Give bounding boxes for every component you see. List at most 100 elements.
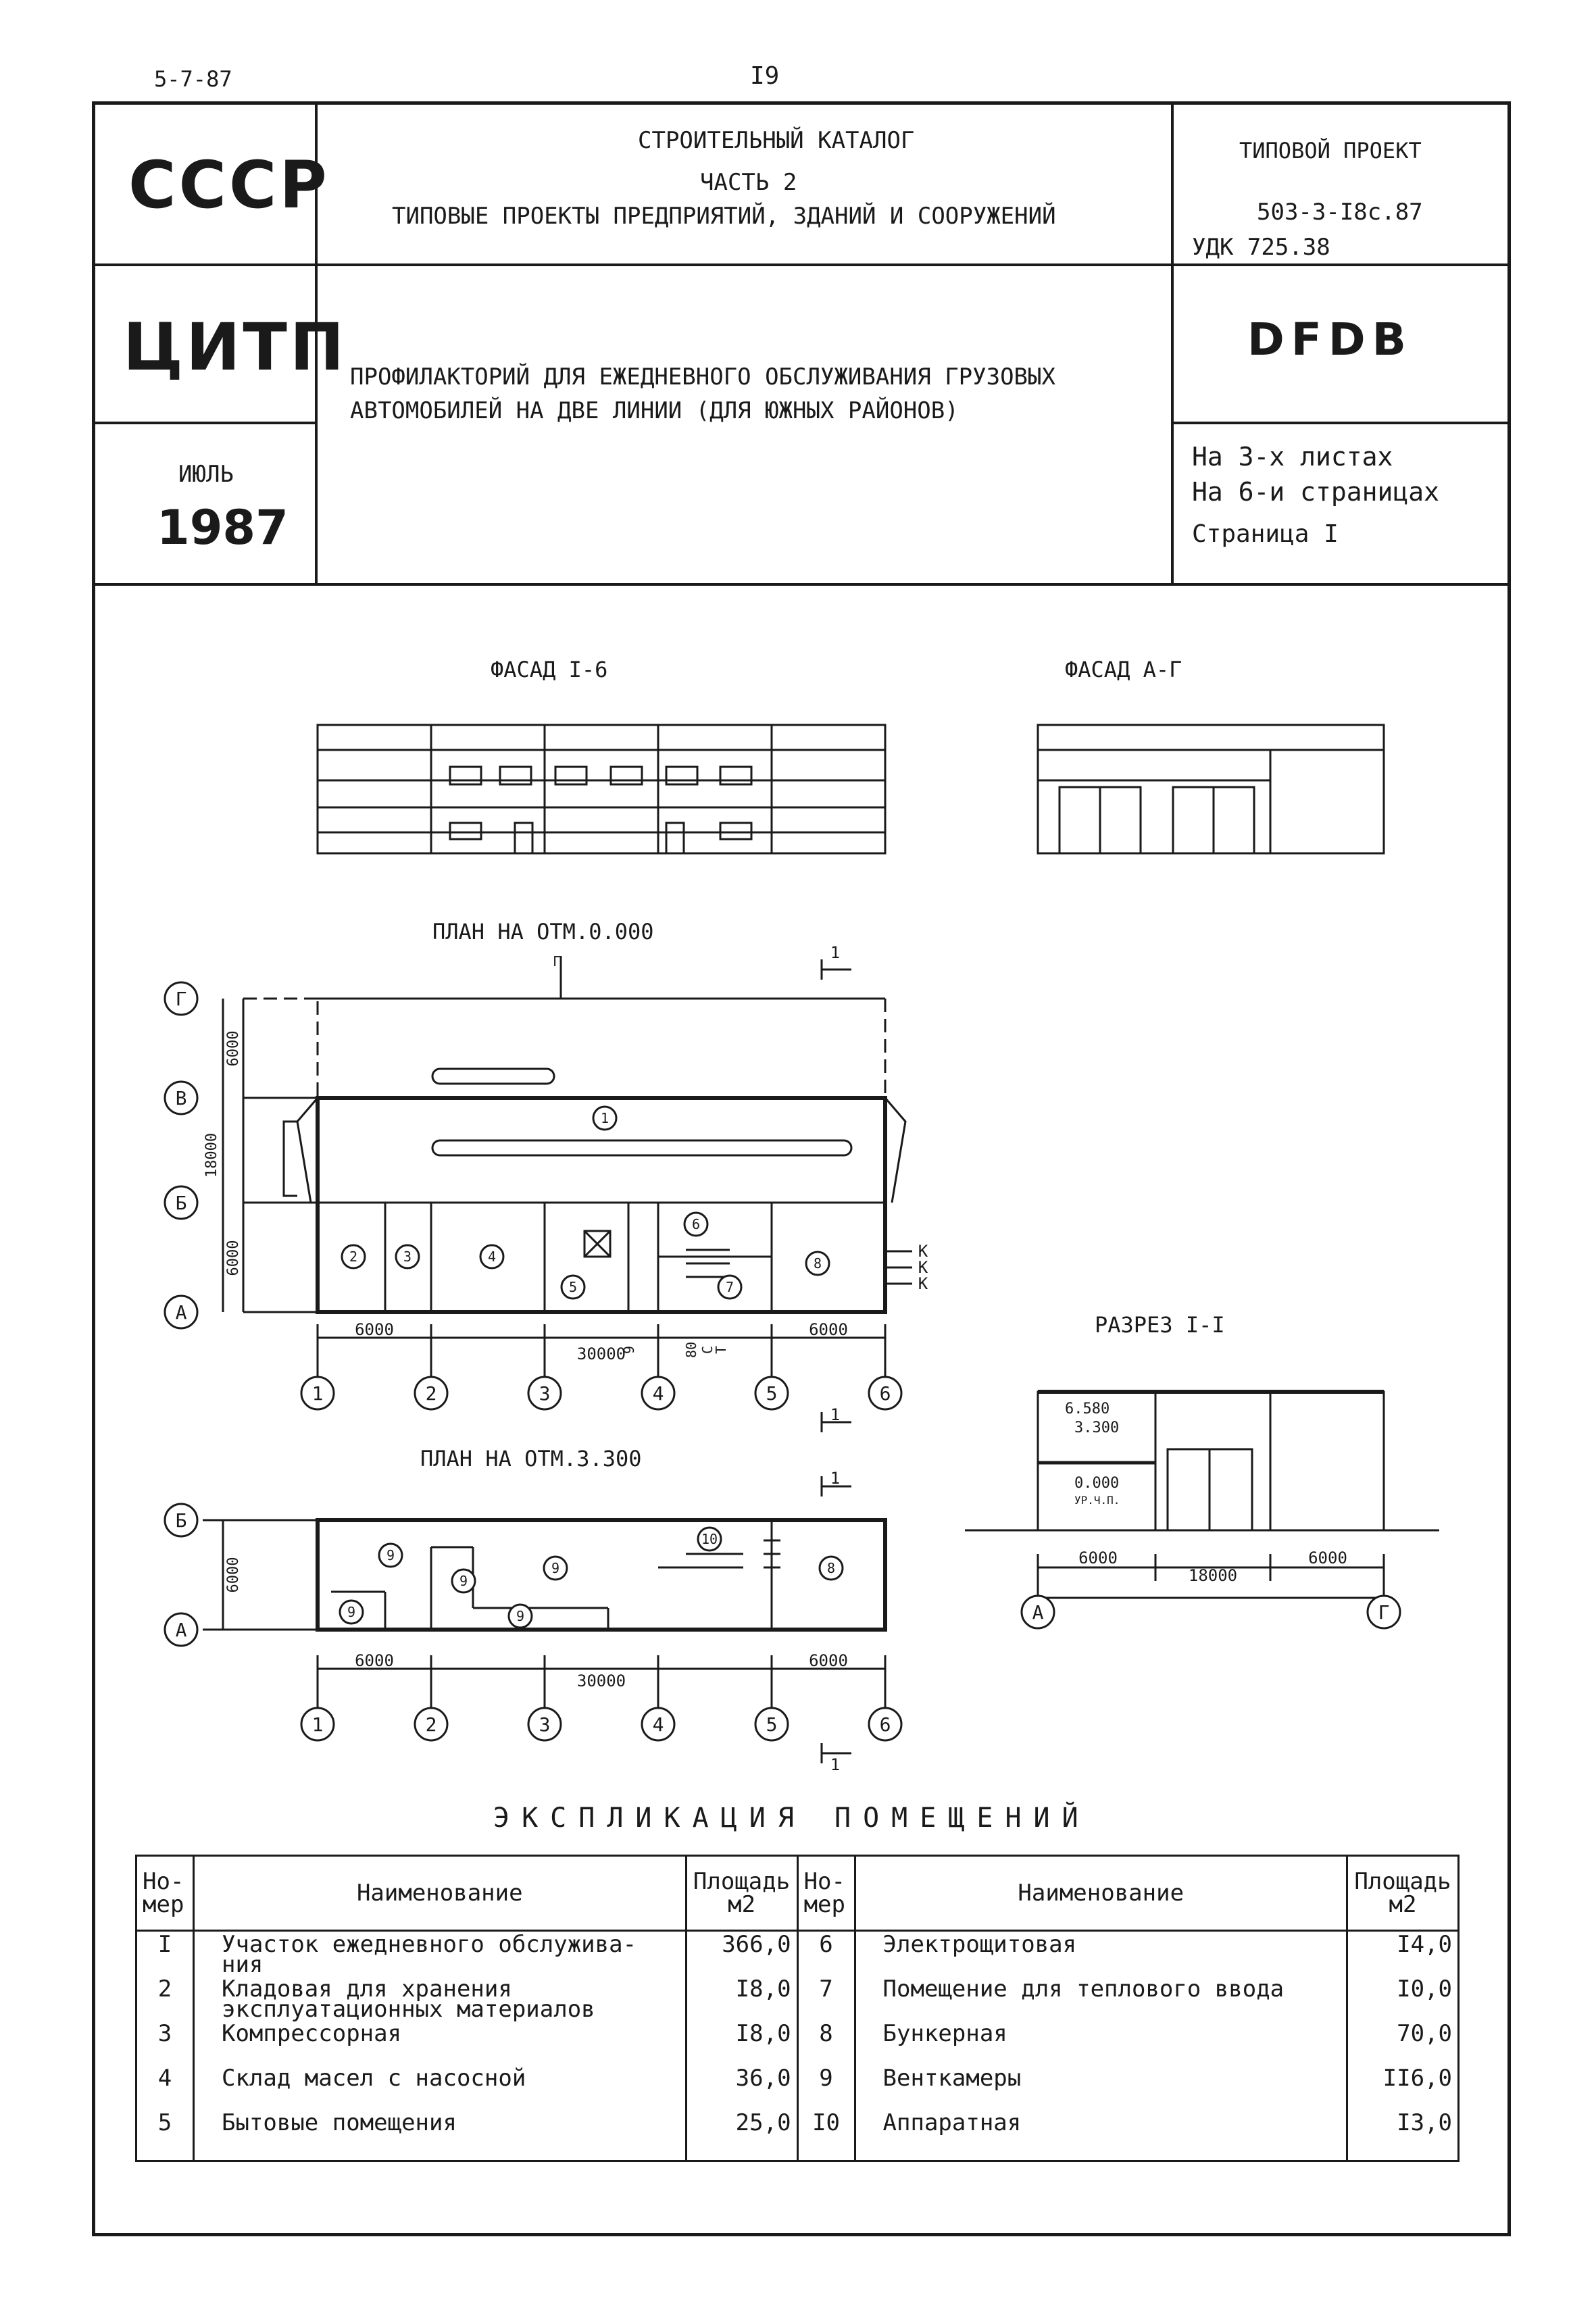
col-area: Площадь м2 <box>684 1855 799 1932</box>
room-name: Бункерная <box>882 2020 1007 2047</box>
dim-label: 6000 <box>355 1651 394 1670</box>
explication-table: Но- мер Наименование Площадь м2 Но- мер … <box>135 1855 1460 2162</box>
k-mark: К <box>918 1258 928 1277</box>
room-num: 3 <box>157 2020 172 2047</box>
dim-label: 18000 <box>203 1133 220 1178</box>
pipe-label: Т <box>713 1346 729 1354</box>
dim-label: 6000 <box>355 1320 394 1339</box>
room-number: 9 <box>551 1560 559 1576</box>
room-name: Кладовая для хранения эксплуатационных м… <box>221 1976 595 2023</box>
udk-label: УДК 725.38 <box>1192 234 1330 261</box>
plan1-title: ПЛАН НА ОТМ.0.000 <box>432 919 654 945</box>
dim-label: 18000 <box>1189 1566 1237 1585</box>
section-1-1 <box>965 1390 1439 1599</box>
room-name: Участок ежедневного обслужива- ния <box>221 1931 637 1978</box>
cut-mark: 1 <box>830 1405 840 1424</box>
page-frame <box>92 101 1511 2236</box>
room-number: 10 <box>701 1531 718 1547</box>
room-name: Бытовые помещения <box>221 2109 457 2136</box>
room-num: 4 <box>157 2065 172 2092</box>
room-num: 9 <box>819 2065 833 2092</box>
axis-label: 3 <box>539 1382 551 1405</box>
col-name: Наименование <box>853 1855 1348 1932</box>
axis-label: 2 <box>426 1713 437 1736</box>
title-line1: ПРОФИЛАКТОРИЙ ДЛЯ ЕЖЕДНЕВНОГО ОБСЛУЖИВАН… <box>350 363 1055 391</box>
room-area: I0,0 <box>1397 1976 1452 2003</box>
title-line2: АВТОМОБИЛЕЙ НА ДВЕ ЛИНИИ (ДЛЯ ЮЖНЫХ РАЙО… <box>350 397 959 424</box>
axis-label: Б <box>176 1509 187 1532</box>
plan-level-0 <box>222 956 912 1432</box>
room-name: Помещение для теплового ввода <box>882 1976 1285 2003</box>
sheets-count: На 3-х листах <box>1192 442 1393 472</box>
elev-label: 0.000 <box>1074 1475 1119 1492</box>
org-label: ЦИТП <box>123 309 347 385</box>
room-number: 9 <box>347 1604 355 1620</box>
axis-label: В <box>176 1087 187 1109</box>
room-number: 1 <box>601 1110 609 1126</box>
room-number: 6 <box>692 1216 700 1232</box>
k-mark: К <box>918 1242 928 1261</box>
col-num: Но- мер <box>796 1855 856 1932</box>
room-num: 8 <box>819 2020 833 2047</box>
room-area: I4,0 <box>1397 1931 1452 1958</box>
dim-label: 6000 <box>1078 1549 1118 1567</box>
year-label: 1987 <box>157 500 289 555</box>
axis-label: 5 <box>766 1713 778 1736</box>
elev-label: УР.Ч.П. <box>1074 1494 1120 1507</box>
elev-label: 3.300 <box>1074 1419 1119 1436</box>
room-number: 7 <box>726 1279 734 1295</box>
page-indicator: Страница I <box>1192 520 1339 548</box>
room-area: I3,0 <box>1397 2109 1452 2136</box>
dim-label: 6000 <box>1308 1549 1347 1567</box>
room-num: 7 <box>819 1976 833 2003</box>
dim-label: 6000 <box>225 1240 242 1276</box>
drawings: 1 2 3 4 5 6 Г В Б А 1 2 3 4 5 6 Б А А Г … <box>164 657 1439 1774</box>
pipe-label: Г <box>553 953 561 970</box>
plan-level-3300 <box>203 1476 887 1763</box>
room-area: I8,0 <box>735 2020 791 2047</box>
page-number: I9 <box>750 62 780 90</box>
room-number: 2 <box>349 1249 357 1265</box>
facade-1-6 <box>316 724 887 855</box>
axis-label: 2 <box>426 1382 437 1405</box>
catalog-line2: ЧАСТЬ 2 <box>700 169 797 196</box>
room-number: 4 <box>488 1249 496 1265</box>
facade-1-6-title: ФАСАД I-6 <box>491 657 607 682</box>
code-letters: DFDB <box>1247 313 1413 366</box>
cut-mark: 1 <box>830 1755 840 1774</box>
dim-label: 6000 <box>809 1320 848 1339</box>
pipe-label: 80 <box>683 1342 699 1358</box>
col-num: Но- мер <box>135 1855 195 1932</box>
plan2-title: ПЛАН НА ОТМ.3.300 <box>420 1446 642 1472</box>
table-row: I 2 3 4 5 Участок ежедневного обслужива-… <box>135 1930 1460 2162</box>
axis-label: Б <box>176 1192 187 1214</box>
room-num: I0 <box>812 2109 841 2136</box>
dim-label: 30000 <box>577 1344 626 1363</box>
room-area: 25,0 <box>735 2109 791 2136</box>
room-num: 6 <box>819 1931 833 1958</box>
cut-mark: 1 <box>830 1469 840 1488</box>
axis-label: 4 <box>653 1382 664 1405</box>
pipe-label: С <box>699 1346 716 1354</box>
dim-label: 6000 <box>809 1651 848 1670</box>
room-area: 36,0 <box>735 2065 791 2092</box>
dim-label: 6000 <box>225 1031 242 1067</box>
col-name: Наименование <box>192 1855 687 1932</box>
axis-label: Г <box>176 988 187 1010</box>
col-area: Площадь м2 <box>1345 1855 1460 1932</box>
room-area: 70,0 <box>1397 2020 1452 2047</box>
cut-mark: 1 <box>830 943 840 962</box>
axis-label: 6 <box>880 1713 891 1736</box>
room-number: 5 <box>569 1279 577 1295</box>
explication-title: ЭКСПЛИКАЦИЯ ПОМЕЩЕНИЙ <box>493 1803 1091 1834</box>
catalog-line3: ТИПОВЫЕ ПРОЕКТЫ ПРЕДПРИЯТИЙ, ЗДАНИЙ И СО… <box>392 203 1056 230</box>
doc-code: 5-7-87 <box>154 66 232 92</box>
project-number: 503-3-I8с.87 <box>1257 199 1423 226</box>
axis-label: 3 <box>539 1713 551 1736</box>
facade-a-g <box>1037 724 1385 855</box>
room-name: Венткамеры <box>882 2065 1022 2092</box>
room-number: 3 <box>403 1249 412 1265</box>
axis-label: 1 <box>312 1713 324 1736</box>
axis-label: А <box>176 1619 187 1641</box>
room-number: 9 <box>386 1547 395 1563</box>
